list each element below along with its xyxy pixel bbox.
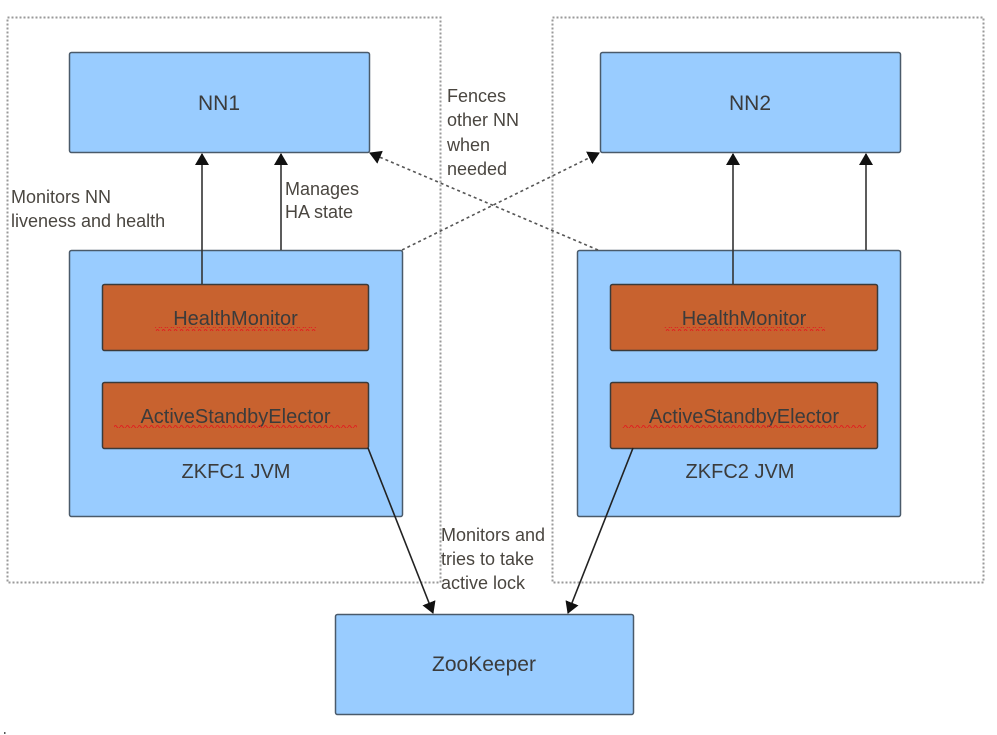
arrow-elector-2-to-zookeeper <box>565 447 634 614</box>
annotation-line: when <box>446 135 490 155</box>
right-host-container <box>551 16 985 584</box>
spellcheck-underline <box>664 327 825 331</box>
health-monitor-2-label: HealthMonitor <box>682 308 807 330</box>
zookeeper-label: ZooKeeper <box>432 653 536 676</box>
annotation-line: needed <box>447 159 507 179</box>
zkfc1-jvm: HealthMonitor ActiveStandbyElector ZKFC1… <box>68 249 404 518</box>
stray-dot <box>4 732 6 734</box>
arrow-elector-1-to-zookeeper <box>367 447 436 614</box>
annotation-line: Fences <box>447 86 506 106</box>
fence-arrow-zkfc1-to-nn2 <box>401 151 600 251</box>
annotation-line: Monitors NN <box>11 187 111 207</box>
annotation-fences: Fences other NN when needed <box>446 86 519 179</box>
annotation-line: tries to take <box>441 549 534 569</box>
nn2-label: NN2 <box>729 92 771 115</box>
left-host-container <box>6 16 442 584</box>
spellcheck-underline <box>155 327 316 331</box>
annotation-line: other NN <box>447 110 519 130</box>
annotation-line: Manages <box>285 179 359 199</box>
zkfc2-jvm: HealthMonitor ActiveStandbyElector ZKFC2… <box>576 249 902 518</box>
annotation-line: Monitors and <box>441 525 545 545</box>
fence-arrow-zkfc2-to-nn1 <box>369 150 599 251</box>
spellcheck-underline <box>622 425 866 429</box>
active-standby-elector-1: ActiveStandbyElector <box>101 381 370 450</box>
zkfc1-label: ZKFC1 JVM <box>182 461 291 483</box>
health-monitor-2: HealthMonitor <box>609 283 879 352</box>
nn1-label: NN1 <box>198 92 240 115</box>
health-monitor-1-label: HealthMonitor <box>173 308 298 330</box>
zookeeper-node: ZooKeeper <box>334 613 635 716</box>
annotation-line: liveness and health <box>11 211 165 231</box>
active-standby-elector-2: ActiveStandbyElector <box>609 381 879 450</box>
health-monitor-1: HealthMonitor <box>101 283 370 352</box>
annotation-monitors-nn: Monitors NN liveness and health <box>11 187 165 231</box>
zkfc2-label: ZKFC2 JVM <box>686 461 795 483</box>
annotation-line: active lock <box>441 573 526 593</box>
spellcheck-underline <box>114 425 357 429</box>
active-standby-elector-1-label: ActiveStandbyElector <box>140 406 330 428</box>
annotation-zk-lock: Monitors and tries to take active lock <box>441 525 545 593</box>
active-standby-elector-2-label: ActiveStandbyElector <box>649 406 839 428</box>
annotation-line: HA state <box>285 202 353 222</box>
nn1-node: NN1 <box>68 51 371 154</box>
nn2-node: NN2 <box>599 51 902 154</box>
annotation-manages-ha: Manages HA state <box>285 179 359 222</box>
